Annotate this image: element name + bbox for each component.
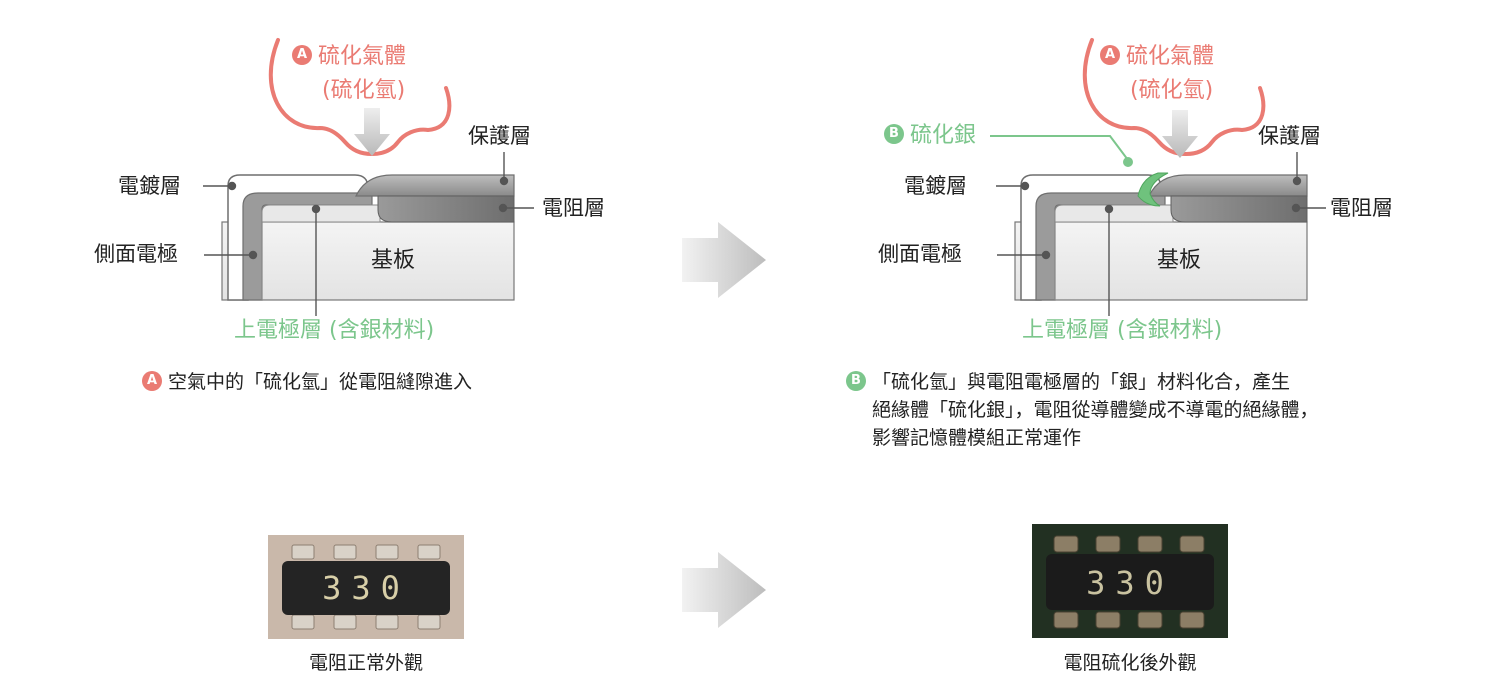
left-top-electrode-label: 上電極層 (含銀材料) [234,318,435,343]
right-resist-layer-label: 電阻層 [1330,196,1393,220]
right-resistor-illustration [1014,174,1308,301]
normal-resistor-marking: 330 [322,569,410,607]
sulfided-resistor-marking: 330 [1086,564,1174,602]
silver-sulfide-blob [1137,172,1169,207]
right-leader-lines [996,152,1326,316]
right-gas-label-line2: (硫化氫) [1130,78,1214,103]
right-gas-badge: A [1100,45,1120,65]
left-resist-layer-label: 電阻層 [542,196,605,220]
left-protect-layer-label: 保護層 [468,124,531,148]
right-caption-line1: 「硫化氫」與電阻電極層的「銀」材料化合，產生 [872,371,1291,393]
left-caption: A 空氣中的「硫化氫」從電阻縫隙進入 [142,368,472,396]
right-side-electrode-label: 側面電極 [878,242,962,266]
left-down-arrow-icon [354,108,390,156]
right-top-electrode-label: 上電極層 (含銀材料) [1022,318,1223,343]
silver-sulfide-text: 硫化銀 [910,123,977,148]
left-gas-label-line1: 硫化氣體 [318,44,407,69]
transition-arrow-icon [682,222,766,298]
right-protect-layer-label: 保護層 [1258,124,1321,148]
silver-sulfide-label: B 硫化銀 [884,123,977,148]
left-leader-lines [203,152,534,316]
left-plating-layer-label: 電鍍層 [118,174,181,198]
left-gas-label: A 硫化氣體 [292,44,407,69]
right-gas-label: A 硫化氣體 [1100,44,1215,69]
left-gas-cloud [268,38,452,157]
right-gas-label-line1: 硫化氣體 [1126,44,1215,69]
left-gas-badge: A [292,45,312,65]
left-side-electrode-label: 側面電極 [94,242,178,266]
left-resistor-illustration [221,174,515,301]
silver-sulfide-badge: B [884,124,904,144]
right-caption-line2: 絕緣體「硫化銀」，電阻從導體變成不導電的絕緣體， [872,399,1319,421]
right-caption: B 「硫化氫」與電阻電極層的「銀」材料化合，產生 絕緣體「硫化銀」，電阻從導體變成… [846,368,1319,452]
right-down-arrow-icon [1162,110,1198,158]
right-plating-layer-label: 電鍍層 [904,174,967,198]
photo-transition-arrow-icon [682,552,766,628]
left-substrate-label: 基板 [371,248,416,273]
sulfided-resistor-caption: 電阻硫化後外觀 [1063,652,1197,674]
left-caption-badge: A [142,370,162,391]
normal-resistor-caption: 電阻正常外觀 [308,652,423,674]
right-caption-line3: 影響記憶體模組正常運作 [872,427,1082,449]
right-caption-badge: B [846,370,866,391]
right-substrate-label: 基板 [1157,248,1202,273]
right-gas-cloud [1082,38,1266,157]
sulfided-resistor-photo: 330 [1032,524,1228,638]
normal-resistor-photo: 330 [268,535,464,639]
left-gas-label-line2: (硫化氫) [322,78,406,103]
silver-sulfide-leader [990,135,1133,167]
left-caption-text: 空氣中的「硫化氫」從電阻縫隙進入 [168,371,473,393]
